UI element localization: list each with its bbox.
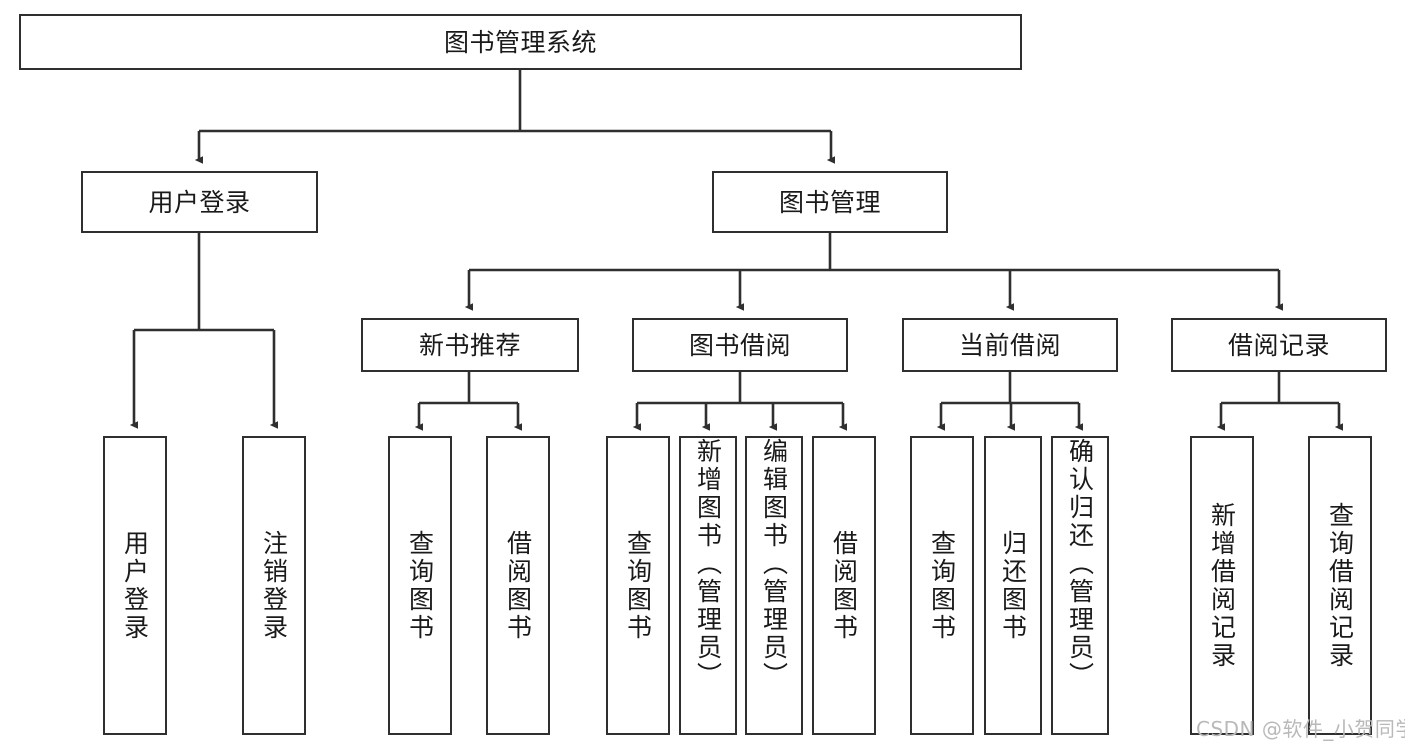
node-leaf-query-book-3-label: 查询图书	[927, 529, 957, 642]
node-leaf-query-book-2-label: 查询图书	[623, 529, 653, 642]
node-leaf-borrow-book-1[interactable]: 借阅图书	[486, 436, 550, 735]
node-book-manage[interactable]: 图书管理	[712, 171, 948, 233]
node-leaf-add-book[interactable]: 新增图书（管理员）	[679, 436, 737, 735]
node-root[interactable]: 图书管理系统	[19, 14, 1022, 70]
node-leaf-query-record[interactable]: 查询借阅记录	[1308, 436, 1372, 735]
node-leaf-user-logout-label: 注销登录	[259, 529, 289, 642]
node-new-book-recommend-label: 新书推荐	[418, 330, 521, 360]
node-leaf-user-login[interactable]: 用户登录	[103, 436, 167, 735]
node-root-label: 图书管理系统	[443, 27, 597, 57]
node-user-login-label: 用户登录	[148, 187, 251, 217]
node-current-borrow-label: 当前借阅	[958, 330, 1061, 360]
node-leaf-confirm-return[interactable]: 确认归还（管理员）	[1051, 436, 1109, 735]
node-book-manage-label: 图书管理	[778, 187, 881, 217]
node-leaf-user-login-label: 用户登录	[120, 529, 150, 642]
csdn-watermark: CSDN @软件_小贺同学	[1196, 717, 1405, 741]
node-book-borrow-label: 图书借阅	[688, 330, 791, 360]
node-user-login[interactable]: 用户登录	[81, 171, 318, 233]
node-borrow-record[interactable]: 借阅记录	[1171, 318, 1387, 372]
node-leaf-borrow-book-1-label: 借阅图书	[503, 529, 533, 642]
node-leaf-query-book-2[interactable]: 查询图书	[606, 436, 670, 735]
node-leaf-borrow-book-2[interactable]: 借阅图书	[812, 436, 876, 735]
node-book-borrow[interactable]: 图书借阅	[632, 318, 848, 372]
node-current-borrow[interactable]: 当前借阅	[902, 318, 1118, 372]
node-leaf-user-logout[interactable]: 注销登录	[242, 436, 306, 735]
node-leaf-add-record[interactable]: 新增借阅记录	[1190, 436, 1254, 735]
node-leaf-query-record-label: 查询借阅记录	[1325, 501, 1355, 670]
node-leaf-add-record-label: 新增借阅记录	[1207, 501, 1237, 670]
node-borrow-record-label: 借阅记录	[1227, 330, 1330, 360]
node-leaf-return-book[interactable]: 归还图书	[984, 436, 1042, 735]
node-leaf-confirm-return-label: 确认归还（管理员）	[1065, 438, 1095, 690]
node-leaf-return-book-label: 归还图书	[998, 529, 1028, 642]
node-leaf-borrow-book-2-label: 借阅图书	[829, 529, 859, 642]
node-leaf-edit-book-label: 编辑图书（管理员）	[759, 438, 789, 690]
node-leaf-edit-book[interactable]: 编辑图书（管理员）	[745, 436, 803, 735]
node-leaf-query-book-1-label: 查询图书	[405, 529, 435, 642]
node-leaf-query-book-1[interactable]: 查询图书	[388, 436, 452, 735]
node-leaf-add-book-label: 新增图书（管理员）	[693, 438, 723, 690]
node-new-book-recommend[interactable]: 新书推荐	[361, 318, 579, 372]
node-leaf-query-book-3[interactable]: 查询图书	[910, 436, 974, 735]
